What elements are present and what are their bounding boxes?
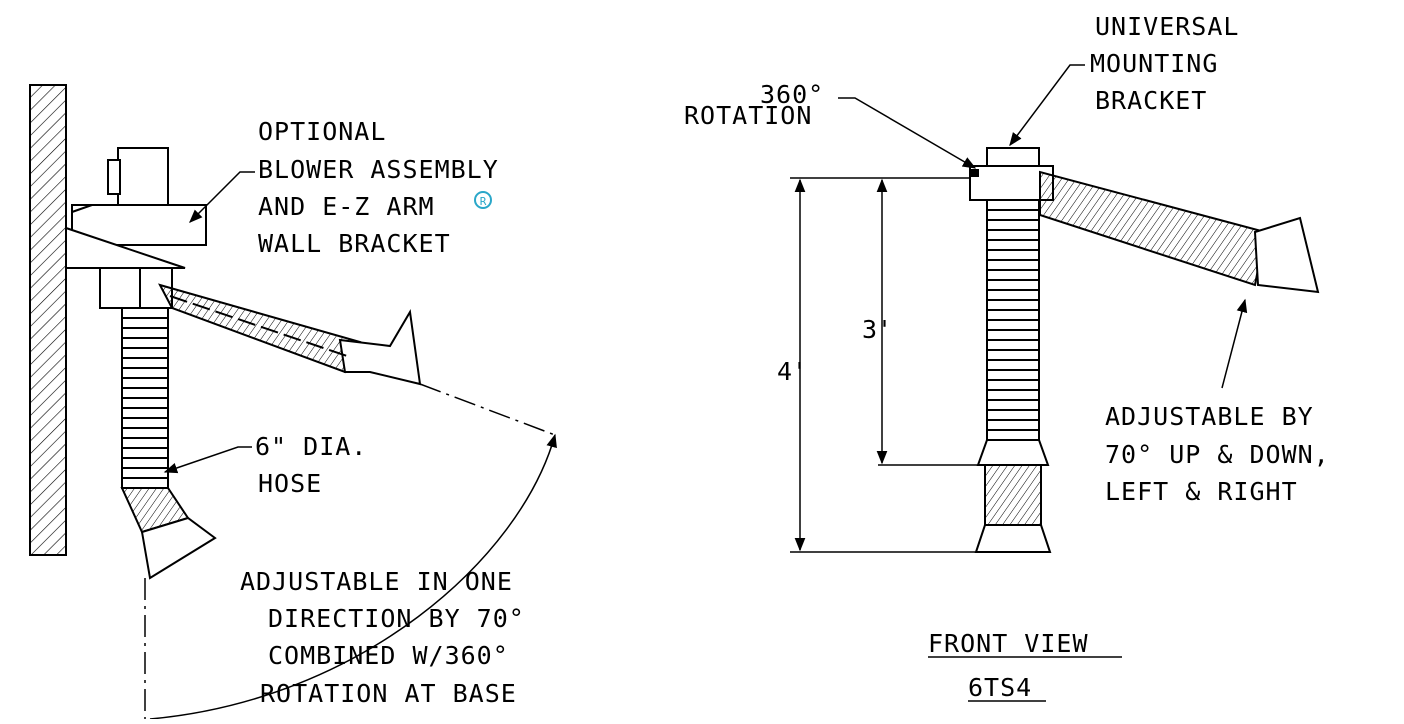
blower-callout-line-1: OPTIONAL [258,117,386,146]
blower-callout-line-2: BLOWER ASSEMBLY [258,155,499,184]
adjust-callout-line-4: ROTATION AT BASE [260,679,517,708]
hose-leader [163,446,252,474]
adjust-callout-line-3: COMBINED W/360° [268,641,509,670]
front-flare-upper [976,439,1050,466]
blower-callout-line-3: AND E-Z ARM [258,192,435,221]
adjust-callout-line-2: DIRECTION BY 70° [268,604,525,633]
model-number: 6TS4 [968,673,1032,702]
front-adjust-line-1: ADJUSTABLE BY [1105,402,1314,431]
front-flare-lower [974,524,1052,553]
hose-callout-line-2: HOSE [258,469,322,498]
blower-callout-line-4: WALL BRACKET [258,229,451,258]
bracket-callout-line-2: MOUNTING [1090,49,1218,78]
centerline-angled [419,383,556,436]
registered-mark: R [474,191,492,209]
front-view [790,64,1320,702]
dim-3ft-label: 3' [862,315,892,344]
upper-hose-nozzle [338,309,422,386]
side-view [29,84,557,720]
hose-callout-line-1: 6" DIA. [255,432,367,461]
front-hose-ribs [987,209,1039,431]
blower-motor-cap [107,159,121,195]
vertical-hose-ribs [122,317,168,479]
front-view-title: FRONT VIEW [928,629,1089,658]
blower-motor [117,147,169,207]
front-arm-nozzle [1253,216,1320,294]
adjust-callout-line-1: ADJUSTABLE IN ONE [240,567,513,596]
mounting-bracket-top [986,147,1040,167]
rotation-leader [838,97,977,169]
angle-arc [149,433,557,720]
rotation-callout-line-1: 360° [760,80,824,109]
bracket-leader [1009,64,1085,147]
front-adjust-line-2: 70° UP & DOWN, [1105,440,1330,469]
front-lower-hose [984,464,1042,526]
rotation-callout-line-2: ROTATION [684,101,812,130]
bracket-callout-line-3: BRACKET [1095,86,1207,115]
dim-4ft-label: 4' [777,357,807,386]
lower-nozzle [140,516,217,580]
wall [29,84,67,556]
registered-mark-letter: R [480,195,487,208]
front-arm-hose [1039,170,1267,287]
adjust-leader [1221,298,1248,389]
upper-hose [158,283,362,374]
bracket-callout-line-1: UNIVERSAL [1095,12,1239,41]
front-adjust-line-3: LEFT & RIGHT [1105,477,1298,506]
blower-leader [189,171,255,223]
